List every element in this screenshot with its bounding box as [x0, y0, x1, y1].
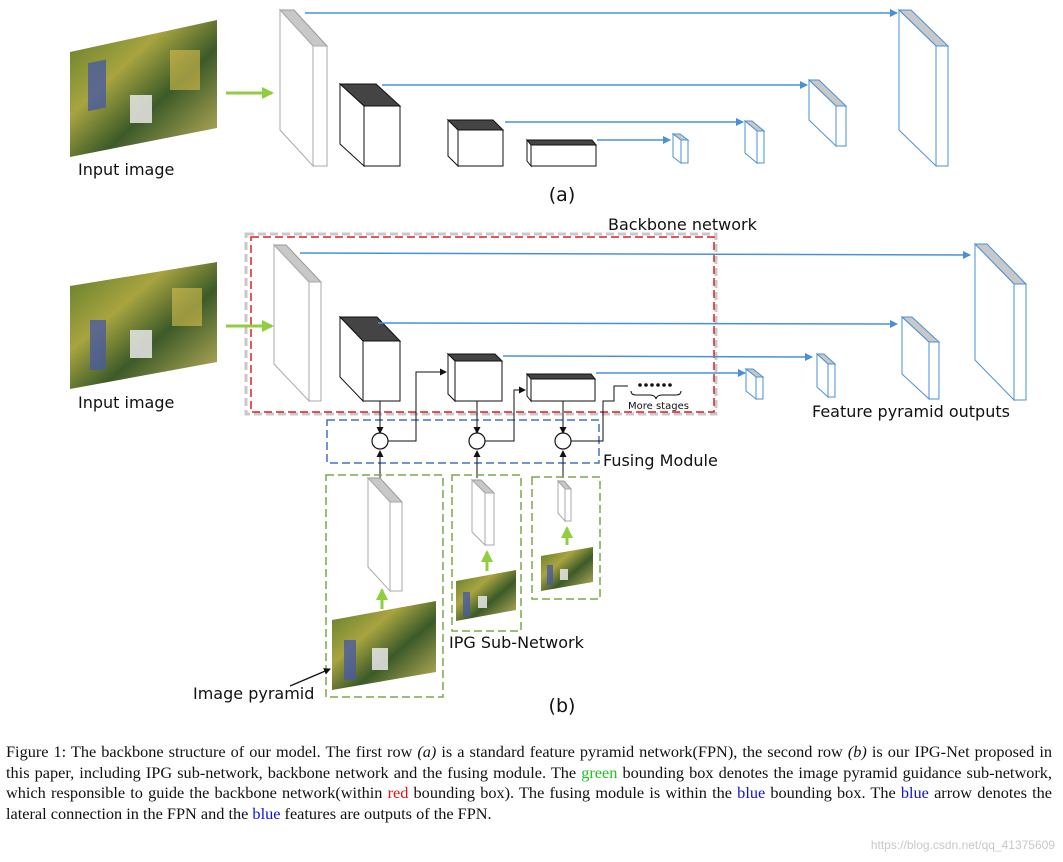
input-image-label-a: Input image	[78, 160, 174, 179]
input-image-label-b: Input image	[78, 393, 174, 412]
fuse-node-2	[468, 386, 526, 478]
backbone-cube-b4	[525, 372, 597, 403]
ipg-box-2	[451, 474, 522, 632]
output-feature-a3	[743, 119, 766, 165]
fuse-node-1	[371, 368, 447, 478]
lateral-arrow-b3	[502, 352, 813, 361]
caption-text: arrow denotes the lateral connection in …	[6, 783, 1052, 823]
figure-diagram: Input image	[70, 8, 1028, 717]
caption-text: bounding box denotes the image pyramid g…	[6, 762, 1052, 803]
backbone-cube-b1	[272, 243, 323, 403]
output-feature-a1	[897, 8, 950, 168]
ipg-feature-2	[470, 478, 496, 547]
fusing-module-label: Fusing Module	[603, 451, 718, 470]
backbone-cube-a4	[525, 138, 598, 168]
lateral-arrow-b1	[299, 250, 971, 259]
backbone-cube-b2	[338, 315, 402, 403]
output-feature-a4	[671, 133, 690, 164]
fuse-node-3	[554, 385, 628, 478]
watermark: https://blog.csdn.net/qq_41375609	[870, 838, 1055, 852]
pyramid-image-2	[456, 570, 516, 621]
backbone-cube-a3	[446, 118, 505, 168]
input-image-b	[70, 262, 217, 389]
more-stages-label: More stages	[628, 401, 689, 412]
caption-text: Figure 1: The backbone structure of our …	[6, 742, 418, 761]
output-feature-b2	[900, 315, 941, 401]
caption-green-word: green	[581, 762, 618, 782]
backbone-cube-b3	[446, 352, 504, 403]
figure-caption: Figure 1: The backbone structure of our …	[6, 742, 1052, 824]
caption-text: is our IPG-Net proposed in this paper, i…	[6, 742, 1052, 782]
output-feature-b1	[973, 242, 1028, 402]
pyramid-image-3	[541, 547, 593, 591]
output-feature-b3	[815, 352, 837, 399]
panel-a: Input image	[70, 8, 950, 206]
feature-pyramid-outputs-label: Feature pyramid outputs	[812, 402, 1010, 421]
caption-blue-word: blue	[900, 783, 929, 803]
more-stages-dots	[630, 383, 682, 400]
backbone-cube-a2	[338, 82, 402, 168]
caption-text: features are outputs of the FPN.	[280, 803, 492, 823]
caption-text: bounding box. The	[765, 783, 901, 803]
caption-blue-word: blue	[252, 803, 281, 823]
panel-b-label: (b)	[549, 695, 576, 717]
ipg-box-3	[531, 476, 601, 600]
image-pyramid-pointer	[289, 668, 331, 687]
ipg-feature-3	[556, 479, 573, 523]
caption-blue-word: blue	[737, 783, 766, 803]
panel-b: Backbone network Input image	[70, 215, 1028, 717]
backbone-network-label: Backbone network	[608, 215, 758, 234]
ipg-subnetwork-label: IPG Sub-Network	[449, 633, 585, 652]
image-pyramid-label: Image pyramid	[193, 684, 314, 703]
panel-a-label: (a)	[549, 184, 575, 206]
caption-text: bounding box). The fusing module is with…	[408, 783, 738, 803]
pyramid-image-1	[332, 601, 436, 690]
caption-text: is a standard feature pyramid network(FP…	[436, 742, 848, 761]
ipg-box-1	[325, 474, 444, 698]
input-image-a	[70, 20, 217, 157]
lateral-arrow-b2	[377, 319, 898, 328]
output-feature-b4	[744, 367, 765, 401]
ipg-feature-1	[366, 476, 404, 593]
caption-var-b: (b)	[847, 742, 867, 761]
backbone-cube-a1	[278, 8, 329, 168]
output-feature-a2	[807, 78, 848, 148]
caption-var-a: (a)	[417, 742, 437, 761]
caption-red-word: red	[387, 783, 409, 803]
